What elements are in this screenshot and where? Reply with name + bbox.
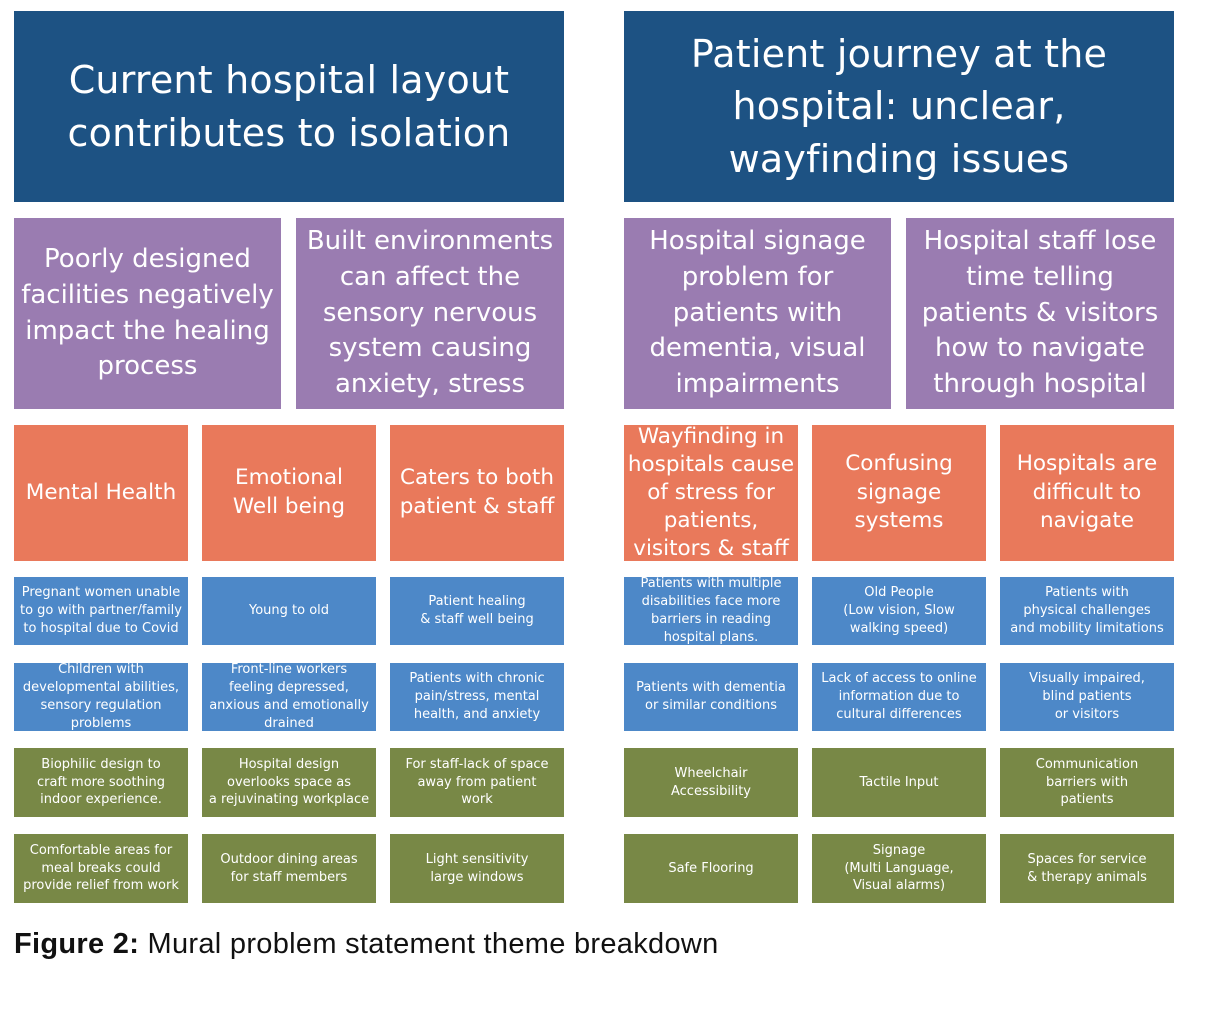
right-category-2: Confusing signage systems bbox=[812, 425, 986, 561]
opportunity-text: Communication barriers with patients bbox=[1035, 756, 1139, 808]
left-opportunity-card: Comfortable areas for meal breaks could … bbox=[14, 834, 188, 903]
insight-text: Pregnant women unable to go with partner… bbox=[20, 585, 182, 636]
right-title: Patient journey at the hospital: unclear… bbox=[690, 31, 1108, 181]
category-text: Hospitals are difficult to navigate bbox=[1016, 451, 1158, 534]
left-category-1: Mental Health bbox=[14, 425, 188, 561]
opportunity-text: Outdoor dining areas for staff members bbox=[220, 851, 358, 885]
insight-text: Old People (Low vision, Slow walking spe… bbox=[843, 585, 955, 636]
opportunity-text: Hospital design overlooks space as a rej… bbox=[208, 756, 370, 808]
right-opportunity-card: Tactile Input bbox=[812, 748, 986, 817]
insight-text: Young to old bbox=[248, 603, 330, 619]
insight-text: Visually impaired, blind patients or vis… bbox=[1029, 671, 1145, 722]
right-insight-card: Patients with physical challenges and mo… bbox=[1000, 577, 1174, 645]
right-opportunity-card: Signage (Multi Language, Visual alarms) bbox=[812, 834, 986, 903]
left-opportunity-card: Outdoor dining areas for staff members bbox=[202, 834, 376, 903]
left-category-3: Caters to both patient & staff bbox=[390, 425, 564, 561]
left-opportunity-card: Hospital design overlooks space as a rej… bbox=[202, 748, 376, 817]
figure-caption-text: Mural problem statement theme breakdown bbox=[139, 928, 719, 960]
left-opportunity-card: Biophilic design to craft more soothing … bbox=[14, 748, 188, 817]
left-insight-card: Patient healing & staff well being bbox=[390, 577, 564, 645]
insight-text: Patients with dementia or similar condit… bbox=[636, 680, 786, 713]
category-text: Wayfinding in hospitals cause of stress … bbox=[627, 425, 795, 561]
insight-text: Patients with physical challenges and mo… bbox=[1010, 585, 1164, 636]
left-category-2: Emotional Well being bbox=[202, 425, 376, 561]
left-title: Current hospital layout contributes to i… bbox=[67, 58, 511, 155]
opportunity-text: Tactile Input bbox=[859, 774, 939, 790]
figure-caption: Figure 2: Mural problem statement theme … bbox=[14, 928, 719, 961]
left-insight-card: Children with developmental abilities, s… bbox=[14, 663, 188, 731]
opportunity-text: For staff-lack of space away from patien… bbox=[405, 756, 549, 808]
left-theme-2: Built environments can affect the sensor… bbox=[296, 218, 564, 409]
right-opportunity-card: Communication barriers with patients bbox=[1000, 748, 1174, 817]
right-category-3: Hospitals are difficult to navigate bbox=[1000, 425, 1174, 561]
theme-text: Hospital signage problem for patients wi… bbox=[649, 225, 866, 400]
left-theme-1: Poorly designed facilities negatively im… bbox=[14, 218, 281, 409]
left-insight-card: Young to old bbox=[202, 577, 376, 645]
category-text: Mental Health bbox=[25, 479, 177, 505]
right-title-box: Patient journey at the hospital: unclear… bbox=[624, 11, 1174, 202]
opportunity-text: Signage (Multi Language, Visual alarms) bbox=[844, 842, 954, 894]
theme-text: Poorly designed facilities negatively im… bbox=[21, 243, 274, 382]
insight-text: Patients with multiple disabilities face… bbox=[640, 577, 782, 645]
theme-text: Built environments can affect the sensor… bbox=[306, 225, 554, 400]
opportunity-text: Wheelchair Accessibility bbox=[671, 765, 751, 799]
right-insight-card: Old People (Low vision, Slow walking spe… bbox=[812, 577, 986, 645]
category-text: Caters to both patient & staff bbox=[399, 465, 555, 519]
right-category-1: Wayfinding in hospitals cause of stress … bbox=[624, 425, 798, 561]
left-insight-card: Patients with chronic pain/stress, menta… bbox=[390, 663, 564, 731]
insight-text: Children with developmental abilities, s… bbox=[22, 663, 180, 731]
right-insight-card: Visually impaired, blind patients or vis… bbox=[1000, 663, 1174, 731]
opportunity-text: Comfortable areas for meal breaks could … bbox=[23, 842, 179, 894]
opportunity-text: Safe Flooring bbox=[668, 860, 754, 876]
right-insight-card: Lack of access to online information due… bbox=[812, 663, 986, 731]
theme-text: Hospital staff lose time telling patient… bbox=[921, 225, 1159, 400]
right-opportunity-card: Wheelchair Accessibility bbox=[624, 748, 798, 817]
right-insight-card: Patients with multiple disabilities face… bbox=[624, 577, 798, 645]
category-text: Emotional Well being bbox=[232, 465, 346, 519]
right-theme-1: Hospital signage problem for patients wi… bbox=[624, 218, 891, 409]
insight-text: Patients with chronic pain/stress, menta… bbox=[409, 671, 545, 722]
insight-text: Patient healing & staff well being bbox=[420, 594, 534, 627]
opportunity-text: Biophilic design to craft more soothing … bbox=[37, 756, 165, 808]
right-theme-2: Hospital staff lose time telling patient… bbox=[906, 218, 1174, 409]
opportunity-text: Light sensitivity large windows bbox=[425, 851, 529, 885]
opportunity-text: Spaces for service & therapy animals bbox=[1027, 851, 1147, 885]
right-opportunity-card: Spaces for service & therapy animals bbox=[1000, 834, 1174, 903]
right-opportunity-card: Safe Flooring bbox=[624, 834, 798, 903]
right-insight-card: Patients with dementia or similar condit… bbox=[624, 663, 798, 731]
figure-label: Figure 2: bbox=[14, 928, 140, 960]
insight-text: Front-line workers feeling depressed, an… bbox=[209, 663, 369, 731]
left-opportunity-card: Light sensitivity large windows bbox=[390, 834, 564, 903]
category-text: Confusing signage systems bbox=[845, 451, 953, 534]
insight-text: Lack of access to online information due… bbox=[821, 671, 977, 722]
left-opportunity-card: For staff-lack of space away from patien… bbox=[390, 748, 564, 817]
left-title-box: Current hospital layout contributes to i… bbox=[14, 11, 564, 202]
left-insight-card: Front-line workers feeling depressed, an… bbox=[202, 663, 376, 731]
left-insight-card: Pregnant women unable to go with partner… bbox=[14, 577, 188, 645]
